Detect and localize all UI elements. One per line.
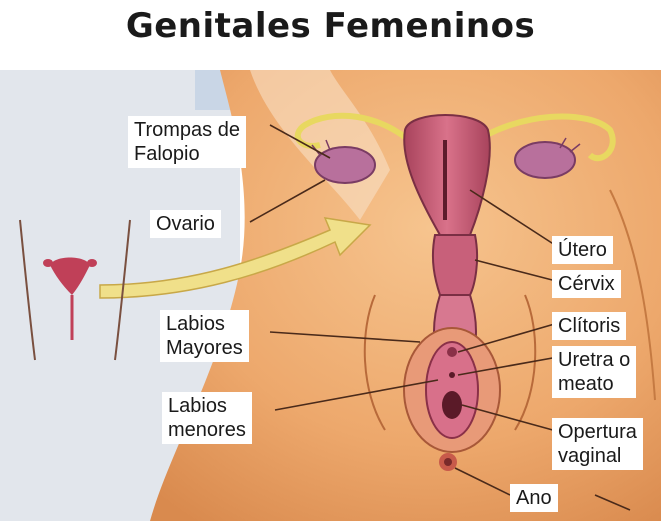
label-opertura-vaginal: Opertura vaginal — [552, 418, 643, 470]
label-utero: Útero — [552, 236, 613, 264]
label-labios-menores: Labios menores — [162, 392, 252, 444]
diagram-title: Genitales Femeninos — [0, 6, 661, 46]
label-clitoris: Clítoris — [552, 312, 626, 340]
urethra — [449, 372, 455, 378]
label-labios-mayores: Labios Mayores — [160, 310, 249, 362]
label-cervix: Cérvix — [552, 270, 621, 298]
label-uretra-o-meato: Uretra o meato — [552, 346, 636, 398]
label-ovario: Ovario — [150, 210, 221, 238]
label-ano: Ano — [510, 484, 558, 512]
clitoris — [447, 347, 457, 357]
vaginal-opening — [442, 391, 462, 419]
label-trompas-de-falopio: Trompas de Falopio — [128, 116, 246, 168]
cervix — [433, 235, 477, 295]
anus — [439, 453, 457, 471]
ovary-left — [315, 147, 375, 183]
ovary-right — [515, 142, 575, 178]
